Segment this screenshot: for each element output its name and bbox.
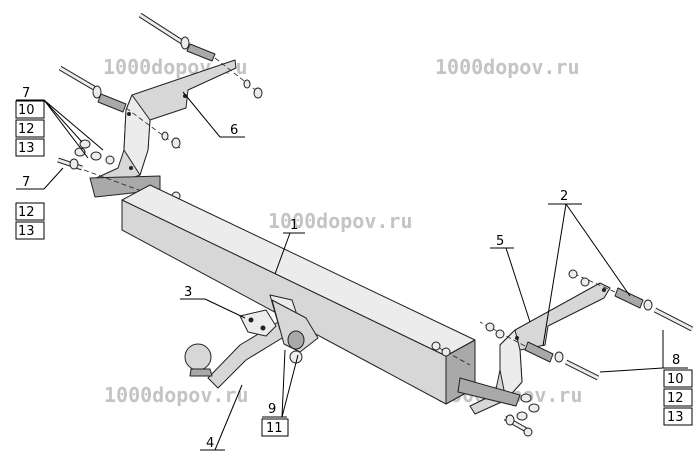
right-bolts (431, 269, 694, 437)
callout-box (261, 418, 289, 437)
watermark: 1000dopov.ru (104, 383, 249, 407)
callout-2: 2 (560, 189, 568, 204)
callout-1: 1 (290, 218, 298, 233)
callout-box (15, 100, 45, 119)
callout-box (15, 221, 45, 240)
right-bracket (457, 282, 611, 415)
socket-plate (239, 309, 277, 337)
callout-13: 13 (18, 224, 35, 239)
callout-12: 12 (667, 391, 684, 406)
watermark: 1000dopov.ru (268, 209, 413, 233)
ball-arm (184, 294, 319, 389)
callout-4: 4 (206, 436, 214, 451)
callout-13: 13 (667, 410, 684, 425)
left-bracket (89, 59, 237, 198)
callout-box (15, 138, 45, 157)
callout-9: 9 (268, 402, 276, 417)
callout-7: 7 (22, 175, 30, 190)
callout-7: 7 (22, 86, 30, 101)
callout-13: 13 (18, 141, 35, 156)
leader-lines (43, 91, 688, 451)
callout-12: 12 (18, 122, 35, 137)
callout-box (15, 202, 45, 221)
watermark: 1000dopov.ru (435, 55, 580, 79)
callout-8: 8 (672, 353, 680, 368)
callout-11: 11 (266, 421, 283, 436)
callout-box (663, 369, 693, 388)
callout-box (15, 119, 45, 138)
callout-box (663, 407, 693, 426)
callout-labels: 1 2 3 4 5 6 7 10 12 13 7 12 13 8 10 12 1… (15, 86, 693, 451)
callout-10: 10 (667, 372, 684, 387)
callout-5: 5 (496, 234, 504, 249)
callout-3: 3 (184, 285, 192, 300)
callout-12: 12 (18, 205, 35, 220)
callout-6: 6 (230, 123, 238, 138)
callout-box (663, 388, 693, 407)
callout-10: 10 (18, 103, 35, 118)
